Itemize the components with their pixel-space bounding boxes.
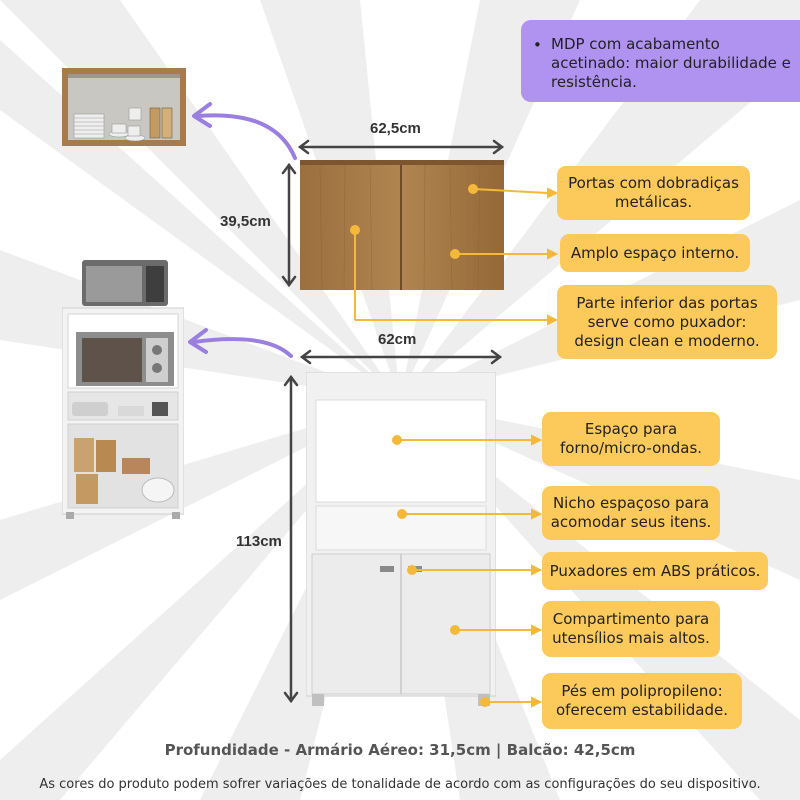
- callout-line: Espaço para: [584, 420, 678, 438]
- callout-line: Parte inferior das portas: [576, 293, 758, 312]
- upper-cabinet-thumbnail: [62, 68, 186, 146]
- upper-dimension-lines: [281, 139, 505, 288]
- callout-line: oferecem estabilidade.: [556, 701, 728, 719]
- lower-width-label: 62cm: [378, 331, 417, 348]
- callout-feet: Pés em polipropileno:oferecem estabilida…: [542, 673, 742, 729]
- lower-height-label: 113cm: [236, 533, 282, 550]
- callout-line: Nicho espaçoso para: [552, 494, 710, 512]
- material-note-text: MDP com acabamento acetinado: maior dura…: [551, 35, 791, 91]
- callout-internal-space: Amplo espaço interno.: [560, 234, 750, 272]
- lower-dimension-lines: [283, 349, 503, 704]
- callout-line: serve como puxador:: [587, 312, 747, 331]
- kitchen-cabinet-thumbnail: [62, 260, 184, 519]
- upper-height-label: 39,5cm: [220, 213, 271, 230]
- callout-abs-handles: Puxadores em ABS práticos.: [542, 552, 768, 590]
- upper-width-label: 62,5cm: [370, 120, 421, 137]
- callout-line: utensílios mais altos.: [552, 629, 710, 647]
- callout-line: design clean e moderno.: [574, 331, 760, 350]
- callout-line: forno/micro-ondas.: [559, 439, 703, 457]
- callout-line: metálicas.: [614, 193, 693, 211]
- depth-info: Profundidade - Armário Aéreo: 31,5cm | B…: [164, 741, 636, 759]
- callout-line: acomodar seus itens.: [550, 513, 712, 531]
- callout-line: Amplo espaço interno.: [570, 243, 740, 262]
- arrow-lower-icon: [188, 328, 293, 358]
- color-disclaimer: As cores do produto podem sofrer variaçõ…: [39, 777, 761, 792]
- callout-line: Portas com dobradiças: [568, 174, 739, 192]
- material-note: • MDP com acabamento acetinado: maior du…: [521, 20, 800, 102]
- lower-cabinet: [306, 372, 496, 706]
- callout-line: Compartimento para: [552, 610, 710, 628]
- callout-line: Puxadores em ABS práticos.: [549, 561, 761, 580]
- bullet-icon: •: [533, 36, 542, 54]
- callout-line: Pés em polipropileno:: [561, 682, 723, 700]
- upper-cabinet: [300, 160, 504, 290]
- arrow-upper-icon: [192, 102, 297, 160]
